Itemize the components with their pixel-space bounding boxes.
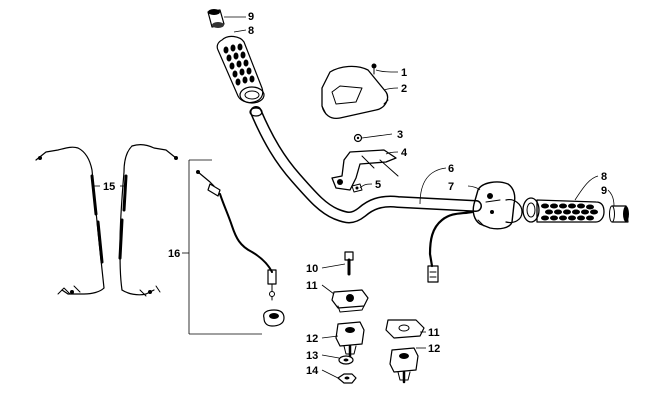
callout-6: 6: [448, 163, 454, 175]
callout-11-right: 11: [428, 327, 440, 339]
brake-cable-left: [35, 146, 105, 295]
upper-riser-clamp: [331, 289, 369, 313]
callout-1: 1: [401, 67, 407, 79]
left-bar-end-plug: [207, 9, 225, 28]
callout-4: 4: [401, 147, 408, 159]
control-switch-housing: [472, 181, 523, 230]
handlebar-cover: [321, 65, 389, 120]
callout-5: 5: [375, 179, 381, 191]
callout-8-top: 8: [248, 25, 254, 37]
callout-10: 10: [306, 263, 318, 275]
leader-lines: [92, 16, 615, 379]
callout-11-left: 11: [306, 280, 318, 292]
bracket-nut: [351, 183, 363, 193]
mounting-bracket: [331, 149, 399, 191]
callout-8-right: 8: [601, 171, 607, 183]
callout-13: 13: [306, 350, 318, 362]
left-grip: [216, 35, 265, 104]
bracket-screw: [353, 133, 363, 143]
right-bar-end-plug: [609, 205, 629, 223]
callout-12-left: 12: [306, 333, 318, 345]
callout-16: 16: [168, 248, 180, 260]
callout-9-right: 9: [601, 185, 607, 197]
cover-screw: [371, 63, 377, 75]
riser-bolt: [344, 251, 354, 276]
callout-3: 3: [397, 129, 403, 141]
nut: [337, 373, 357, 384]
callout-12-right: 12: [428, 343, 440, 355]
callout-9-top: 9: [248, 11, 254, 23]
washer: [338, 355, 354, 365]
handlebar: [249, 106, 482, 224]
callout-15: 15: [103, 181, 115, 193]
callout-2: 2: [401, 83, 407, 95]
right-grip: [522, 197, 605, 223]
lower-riser-block: [389, 347, 419, 384]
lower-riser-block: [335, 321, 365, 358]
callout-7: 7: [448, 181, 454, 193]
brake-cable-right: [118, 144, 178, 297]
switch-harness: [427, 210, 474, 283]
upper-riser-clamp: [385, 319, 425, 339]
callout-14: 14: [306, 365, 319, 377]
throttle-cable: [188, 159, 285, 335]
callout-labels: 9 8 1 2 3 4 5 6 7 8 9 15 16 10 11 11 12 …: [103, 11, 607, 377]
